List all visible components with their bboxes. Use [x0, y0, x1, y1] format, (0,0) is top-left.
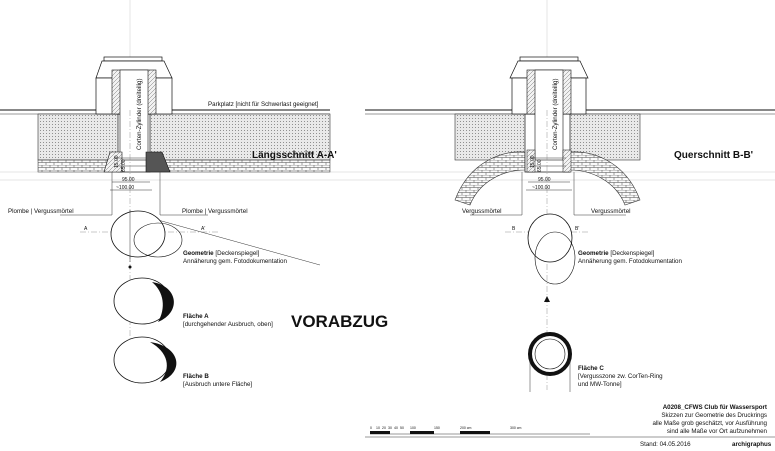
parking-label: Parkplatz [nicht für Schwerlast geeignet…: [208, 101, 319, 108]
watermark-vorabzug: VORABZUG: [291, 312, 388, 331]
geometry-a-label: Geometrie [Deckenspiegel]: [183, 250, 260, 257]
dim-a-4: ~100.00: [116, 185, 134, 191]
scale-tick-label: 150: [434, 426, 440, 430]
cylinder-label-a: Corten-Zylinder (dreiteilig): [136, 78, 143, 150]
scale-tick-label: 0: [370, 426, 372, 430]
scale-tick-label: 20: [382, 426, 386, 430]
geometry-a-note: [Deckenspiegel]: [215, 250, 259, 257]
geometry-a-title: Geometrie: [183, 250, 214, 257]
area-c-title: Fläche C: [578, 365, 604, 372]
scale-tick-label: 10: [376, 426, 380, 430]
scale-tick-label: 50: [400, 426, 404, 430]
project-title: A0208_CFWS Club für Wassersport: [663, 404, 767, 411]
scale-tick-label: 40: [394, 426, 398, 430]
axis-a-left: A: [84, 226, 88, 232]
geometry-a-sub: Annäherung gem. Fotodokumentation: [183, 258, 287, 265]
dim-a-2: 65.00: [121, 159, 127, 172]
area-c-sub1: [Vergusszone zw. CorTen-Ring: [578, 373, 663, 380]
geometry-b-note: [Deckenspiegel]: [610, 250, 654, 257]
dim-a-3: 95.00: [122, 177, 135, 183]
dim-b-1: 15.00: [530, 155, 536, 168]
area-a-title: Fläche A: [183, 313, 209, 320]
plombe-left-label: Plombe | Vergussmörtel: [8, 208, 74, 215]
area-c-sub2: und MW-Tonne]: [578, 381, 622, 388]
logo-archigraphus: archigraphus: [732, 441, 772, 448]
title-line2: alle Maße grob geschätzt, vor Ausführung: [652, 420, 767, 427]
scale-bar: [370, 431, 590, 435]
scale-tick-label: 30: [388, 426, 392, 430]
title-line1: Skizzen zur Geometrie des Druckrings: [661, 412, 767, 419]
cylinder-label-b: Corten-Zylinder (dreiteilig): [552, 78, 559, 150]
scale-tick-label: 100: [410, 426, 416, 430]
verguss-right-label: Vergussmörtel: [591, 208, 631, 215]
geometry-b-title: Geometrie: [578, 250, 609, 257]
dim-b-4: ~100.00: [532, 185, 550, 191]
title-line3: sind alle Maße vor Ort aufzunehmen: [667, 428, 768, 435]
axis-b-left: B: [512, 226, 516, 232]
section-a-title: Längsschnitt A-A': [252, 150, 337, 161]
area-b-sub: [Ausbruch untere Fläche]: [183, 381, 252, 388]
geometry-b-sub: Annäherung gem. Fotodokumentation: [578, 258, 682, 265]
area-b-title: Fläche B: [183, 373, 209, 380]
section-b-drawing: [365, 56, 775, 392]
section-a-drawing: [0, 56, 331, 384]
plombe-right-label: Plombe | Vergussmörtel: [182, 208, 248, 215]
axis-b-right: B': [575, 226, 579, 232]
geometry-b-label: Geometrie [Deckenspiegel]: [578, 250, 655, 257]
scale-tick-label: 300 cm: [510, 426, 522, 430]
scale-tick-label: 200 cm: [460, 426, 472, 430]
section-b-title: Querschnitt B-B': [674, 150, 753, 161]
verguss-left-label: Vergussmörtel: [462, 208, 502, 215]
dim-b-2: 65.00: [537, 159, 543, 172]
dim-b-3: 95.00: [538, 177, 551, 183]
dim-a-1: 15.00: [114, 155, 120, 168]
axis-a-right: A': [201, 226, 205, 232]
date-label: Stand: 04.05.2016: [640, 441, 691, 448]
area-a-sub: [durchgehender Ausbruch, oben]: [183, 321, 273, 328]
